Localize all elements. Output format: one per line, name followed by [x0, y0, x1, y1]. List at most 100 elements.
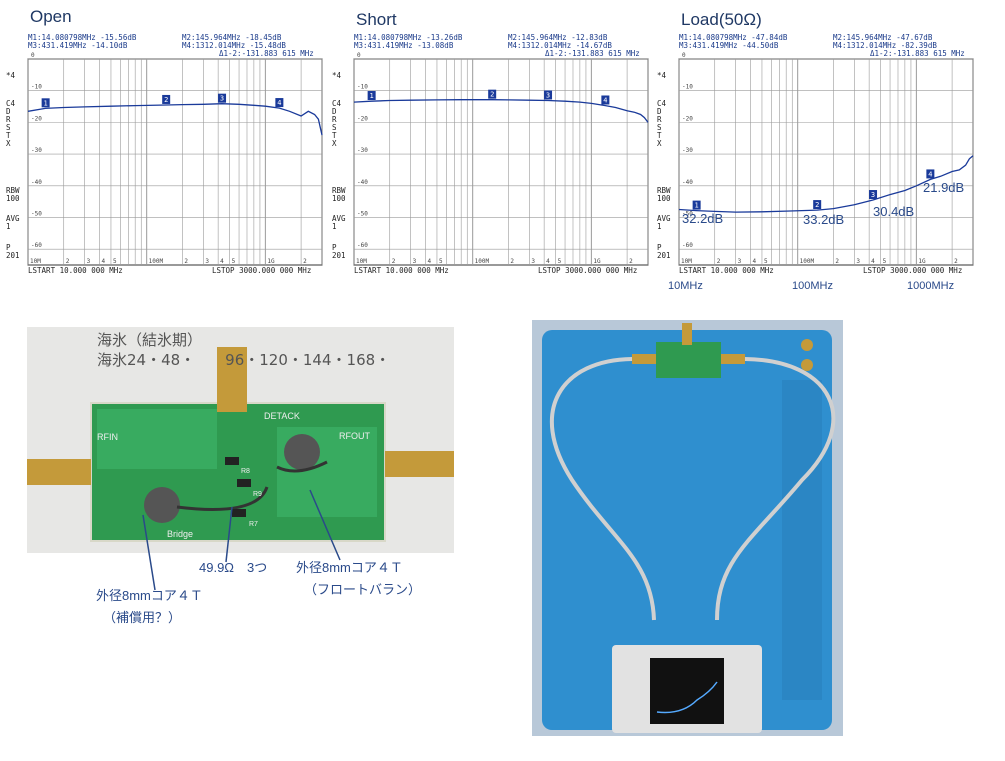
caption-core-right-2: （フロートバラン） — [304, 582, 422, 597]
setup-photo — [532, 320, 843, 736]
x-tick-label: 10M — [30, 258, 41, 265]
x-tick-label: 5 — [764, 258, 768, 265]
y-tick-label: -30 — [682, 147, 693, 154]
x-tick-label: 4 — [427, 258, 431, 265]
x-tick-label: 2 — [66, 258, 70, 265]
marker-m4: M4:1312.014MHz -14.67dB — [508, 41, 612, 50]
x-tick-label: 3 — [87, 258, 91, 265]
x-tick-label: 2 — [954, 258, 958, 265]
y-tick-label: -50 — [682, 210, 693, 217]
stop-label: LSTOP 3000.000 000 MHz — [863, 266, 963, 275]
marker-m2: M2:145.964MHz -12.83dB — [508, 33, 608, 42]
y-tick-label: -40 — [357, 179, 368, 186]
trace-line — [27, 103, 323, 136]
x-tick-label: 3 — [738, 258, 742, 265]
x-tick-label: 2 — [629, 258, 633, 265]
marker-label-3: 3 — [220, 95, 224, 103]
x-tick-label: 5 — [232, 258, 236, 265]
load-annotation-m3: 30.4dB — [873, 204, 915, 219]
chart-title-open: Open — [30, 7, 72, 26]
load-annotation-m4: 21.9dB — [923, 180, 965, 195]
caption-resistors: 49.9Ω 3つ — [199, 560, 268, 575]
y-tick-label: 0 — [31, 52, 35, 59]
marker-m2: M2:145.964MHz -47.67dB — [833, 33, 933, 42]
pcb-label-r9: R9 — [253, 491, 262, 498]
y-tick-label: -30 — [357, 147, 368, 154]
pcb-label-detack: DETACK — [264, 411, 300, 421]
x-tick-label: 1G — [267, 258, 275, 265]
side-label-c4: C4 D R S T X — [332, 99, 342, 148]
marker-4 — [926, 169, 935, 179]
x-tick-label: 4 — [752, 258, 756, 265]
x-tick-label: 3 — [413, 258, 417, 265]
y-tick-label: -50 — [31, 210, 42, 217]
marker-label-1: 1 — [370, 92, 374, 100]
y-tick-label: -60 — [31, 242, 42, 249]
marker-m4: M4:1312.014MHz -82.39dB — [833, 41, 937, 50]
pcb-label-r8: R8 — [241, 468, 250, 475]
marker-m3: M3:431.419MHz -14.10dB — [28, 41, 128, 50]
freq-label-100mhz: 100MHz — [792, 280, 833, 292]
marker-label-4: 4 — [928, 170, 932, 178]
y-tick-label: -10 — [357, 84, 368, 91]
marker-m4: M4:1312.014MHz -15.48dB — [182, 41, 286, 50]
side-label-rbw: RBW 100 — [6, 186, 20, 203]
marker-delta: Δ1-2:-131.883 615 MHz — [219, 49, 314, 58]
x-tick-label: 2 — [835, 258, 839, 265]
pcb-label-r7: R7 — [249, 521, 258, 528]
caption-core-right-1: 外径8mmコア４Ｔ — [296, 560, 403, 575]
x-tick-label: 1G — [593, 258, 601, 265]
plot-frame — [27, 58, 323, 266]
side-label-star4: *4 — [657, 71, 667, 80]
marker-m3: M3:431.419MHz -13.08dB — [354, 41, 454, 50]
marker-label-4: 4 — [277, 99, 281, 107]
y-tick-label: -50 — [357, 210, 368, 217]
y-tick-label: -30 — [31, 147, 42, 154]
marker-delta: Δ1-2:-131.883 615 MHz — [545, 49, 640, 58]
y-tick-label: 0 — [682, 52, 686, 59]
pcb-photo: 海氷（結氷期） 海氷24・48・ 96・120・144・168・ RFIN DE… — [27, 327, 454, 553]
marker-3 — [869, 190, 878, 200]
start-label: LSTART 10.000 000 MHz — [679, 266, 774, 275]
x-tick-label: 2 — [303, 258, 307, 265]
marker-m1: M1:14.080798MHz -13.26dB — [354, 33, 463, 42]
start-label: LSTART 10.000 000 MHz — [354, 266, 449, 275]
marker-label-2: 2 — [164, 96, 168, 104]
load-annotation-m1: 32.2dB — [682, 211, 724, 226]
marker-label-1: 1 — [695, 202, 699, 210]
x-tick-label: 1G — [918, 258, 926, 265]
y-tick-label: 0 — [357, 52, 361, 59]
side-label-avg: AVG 1 — [332, 214, 346, 231]
trace-line — [353, 99, 649, 123]
x-tick-label: 100M — [475, 258, 490, 265]
y-tick-label: -40 — [31, 179, 42, 186]
marker-m2: M2:145.964MHz -18.45dB — [182, 33, 282, 42]
x-tick-label: 2 — [184, 258, 188, 265]
x-tick-label: 4 — [871, 258, 875, 265]
y-tick-label: -20 — [357, 115, 368, 122]
pcb-label-bridge: Bridge — [167, 529, 194, 539]
side-label-c4: C4 D R S T X — [657, 99, 667, 148]
side-label-rbw: RBW 100 — [657, 186, 671, 203]
marker-m3: M3:431.419MHz -44.50dB — [679, 41, 779, 50]
marker-m1: M1:14.080798MHz -15.56dB — [28, 33, 137, 42]
caption-core-left-2: （補償用？） — [103, 610, 182, 625]
freq-label-1000mhz: 1000MHz — [907, 280, 955, 292]
marker-1 — [367, 91, 376, 101]
stop-label: LSTOP 3000.000 000 MHz — [538, 266, 638, 275]
marker-4 — [275, 98, 284, 108]
side-label-c4: C4 D R S T X — [6, 99, 16, 148]
pcb-label-rfin: RFIN — [97, 432, 118, 442]
marker-label-3: 3 — [871, 191, 875, 199]
marker-1 — [692, 200, 701, 210]
marker-1 — [41, 98, 50, 108]
plot-frame — [353, 58, 649, 266]
x-tick-label: 100M — [800, 258, 815, 265]
side-label-avg: AVG 1 — [6, 214, 20, 231]
side-label-p: P 201 — [332, 243, 346, 260]
